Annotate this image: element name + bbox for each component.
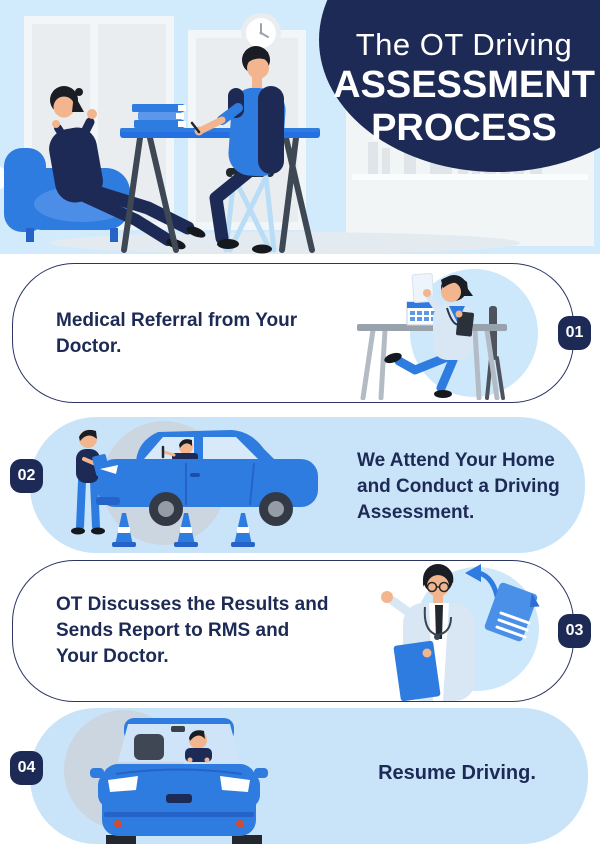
step-card-1: Medical Referral from Your Doctor.: [12, 263, 574, 403]
step-3-line-2: Sends Report to RMS and: [56, 620, 290, 641]
step-4-text: Resume Driving.: [322, 760, 588, 786]
step-2-line-2: and Conduct a Driving: [357, 476, 560, 497]
calendar-icon: [406, 301, 438, 326]
title-line-1: The OT Driving: [355, 27, 573, 62]
man-writing: [190, 46, 286, 254]
doctor-report-illustration: [381, 564, 540, 701]
ot-receptionist-illustration: [357, 269, 538, 400]
receptionist: [384, 272, 475, 398]
step-1-badge: 01: [558, 316, 591, 350]
step-card-2: We Attend Your Home and Conduct a Drivin…: [30, 417, 585, 553]
clock-icon: [241, 13, 281, 53]
step-2-line-3: Assessment.: [357, 502, 475, 523]
traffic-cone: [174, 513, 198, 547]
step-3-badge: 03: [558, 614, 591, 648]
traffic-cone: [231, 513, 255, 547]
step-card-3: OT Discusses the Results and Sends Repor…: [12, 560, 574, 702]
hero-section: The OT Driving ASSESSMENT PROCESS: [0, 0, 600, 254]
driving-assessment-illustration: [71, 421, 318, 547]
page-title: The OT Driving ASSESSMENT PROCESS: [330, 26, 598, 150]
book-stack: [132, 104, 186, 128]
car-side-view: [96, 430, 318, 526]
step-card-4: Resume Driving.: [30, 708, 588, 844]
step-2-text: We Attend Your Home and Conduct a Drivin…: [357, 448, 560, 526]
step-2-line-1: We Attend Your Home: [357, 450, 555, 471]
document-icon: [484, 582, 540, 642]
step-1-text: Medical Referral from Your Doctor.: [56, 308, 297, 360]
step-3-line-1: OT Discusses the Results and: [56, 594, 329, 615]
title-line-3: PROCESS: [371, 107, 557, 149]
step-2-badge: 02: [10, 459, 43, 493]
title-line-2: ASSESSMENT: [333, 64, 595, 106]
step-4-badge: 04: [10, 751, 43, 785]
doctor: [381, 564, 475, 701]
car-front-view: [90, 718, 268, 844]
step-4-line-1: Resume Driving.: [378, 762, 536, 784]
woman-talking: [49, 86, 206, 250]
car-front-illustration: [64, 710, 268, 844]
step-3-text: OT Discusses the Results and Sends Repor…: [56, 592, 328, 670]
step-1-line-2: Doctor.: [56, 336, 122, 357]
step-1-line-1: Medical Referral from Your: [56, 310, 298, 331]
traffic-cone: [112, 513, 136, 547]
step-3-line-3: Your Doctor.: [56, 646, 169, 667]
